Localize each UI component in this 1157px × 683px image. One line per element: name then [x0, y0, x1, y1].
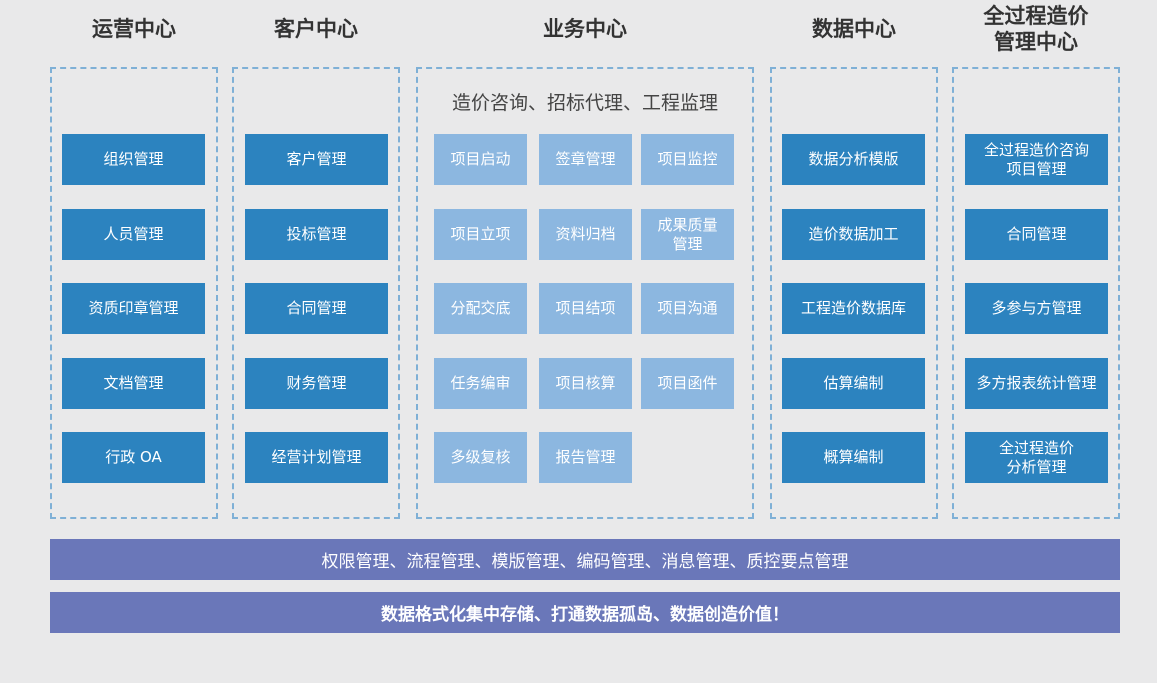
data-center-panel: [770, 67, 938, 519]
business-item-project-monitor[interactable]: 项目监控: [641, 134, 734, 185]
data-item-estimate[interactable]: 估算编制: [782, 358, 925, 409]
data-item-cost-database[interactable]: 工程造价数据库: [782, 283, 925, 334]
cost-center-title-line1: 全过程造价: [983, 4, 1089, 28]
business-item-project-start[interactable]: 项目启动: [434, 134, 527, 185]
cost-item-multi-party[interactable]: 多参与方管理: [965, 283, 1108, 334]
business-item-report-management[interactable]: 报告管理: [539, 432, 632, 483]
customer-item-customer-management[interactable]: 客户管理: [245, 134, 388, 185]
ops-item-qualification-seal[interactable]: 资质印章管理: [62, 283, 205, 334]
cost-item-analysis-management[interactable]: 全过程造价 分析管理: [965, 432, 1108, 483]
data-item-budget-estimate[interactable]: 概算编制: [782, 432, 925, 483]
data-slogan-bar: 数据格式化集中存储、打通数据孤岛、数据创造价值！: [50, 592, 1120, 633]
cost-item-contract-management[interactable]: 合同管理: [965, 209, 1108, 260]
business-item-project-accounting[interactable]: 项目核算: [539, 358, 632, 409]
quality-management-line1: 成果质量: [657, 215, 718, 234]
business-item-project-initiation[interactable]: 项目立项: [434, 209, 527, 260]
ops-item-org-management[interactable]: 组织管理: [62, 134, 205, 185]
business-item-project-letters[interactable]: 项目函件: [641, 358, 734, 409]
cost-analysis-line2: 分析管理: [1006, 457, 1067, 476]
customer-center-title: 客户中心: [274, 17, 358, 41]
cost-center-title: 全过程造价 管理中心: [952, 3, 1120, 55]
customer-item-finance-management[interactable]: 财务管理: [245, 358, 388, 409]
cost-item-consulting-project[interactable]: 全过程造价咨询 项目管理: [965, 134, 1108, 185]
business-item-assignment[interactable]: 分配交底: [434, 283, 527, 334]
cost-consulting-line1: 全过程造价咨询: [983, 140, 1089, 159]
ops-center-title: 运营中心: [92, 17, 176, 41]
business-item-quality-management[interactable]: 成果质量 管理: [641, 209, 734, 260]
ops-center-panel: [50, 67, 218, 519]
cost-consulting-line2: 项目管理: [1006, 159, 1067, 178]
ops-item-admin-oa[interactable]: 行政 OA: [62, 432, 205, 483]
business-item-task-review[interactable]: 任务编审: [434, 358, 527, 409]
platform-management-bar: 权限管理、流程管理、模版管理、编码管理、消息管理、质控要点管理: [50, 539, 1120, 580]
business-center-title: 业务中心: [543, 17, 627, 41]
customer-center-panel: [232, 67, 400, 519]
customer-item-business-plan[interactable]: 经营计划管理: [245, 432, 388, 483]
ops-item-staff-management[interactable]: 人员管理: [62, 209, 205, 260]
business-item-signature[interactable]: 签章管理: [539, 134, 632, 185]
business-item-project-closure[interactable]: 项目结项: [539, 283, 632, 334]
business-center-panel: [416, 67, 754, 519]
quality-management-line2: 管理: [672, 234, 703, 253]
cost-item-report-statistics[interactable]: 多方报表统计管理: [965, 358, 1108, 409]
ops-item-document-management[interactable]: 文档管理: [62, 358, 205, 409]
customer-item-contract-management[interactable]: 合同管理: [245, 283, 388, 334]
data-item-cost-data-processing[interactable]: 造价数据加工: [782, 209, 925, 260]
data-item-analysis-template[interactable]: 数据分析模版: [782, 134, 925, 185]
business-item-project-communication[interactable]: 项目沟通: [641, 283, 734, 334]
business-item-multilevel-review[interactable]: 多级复核: [434, 432, 527, 483]
data-center-title: 数据中心: [812, 17, 896, 41]
cost-analysis-line1: 全过程造价: [998, 438, 1074, 457]
customer-item-bid-management[interactable]: 投标管理: [245, 209, 388, 260]
cost-center-title-line2: 管理中心: [994, 30, 1078, 54]
business-item-archiving[interactable]: 资料归档: [539, 209, 632, 260]
business-center-subtitle: 造价咨询、招标代理、工程监理: [451, 92, 718, 114]
cost-center-panel: [952, 67, 1120, 519]
